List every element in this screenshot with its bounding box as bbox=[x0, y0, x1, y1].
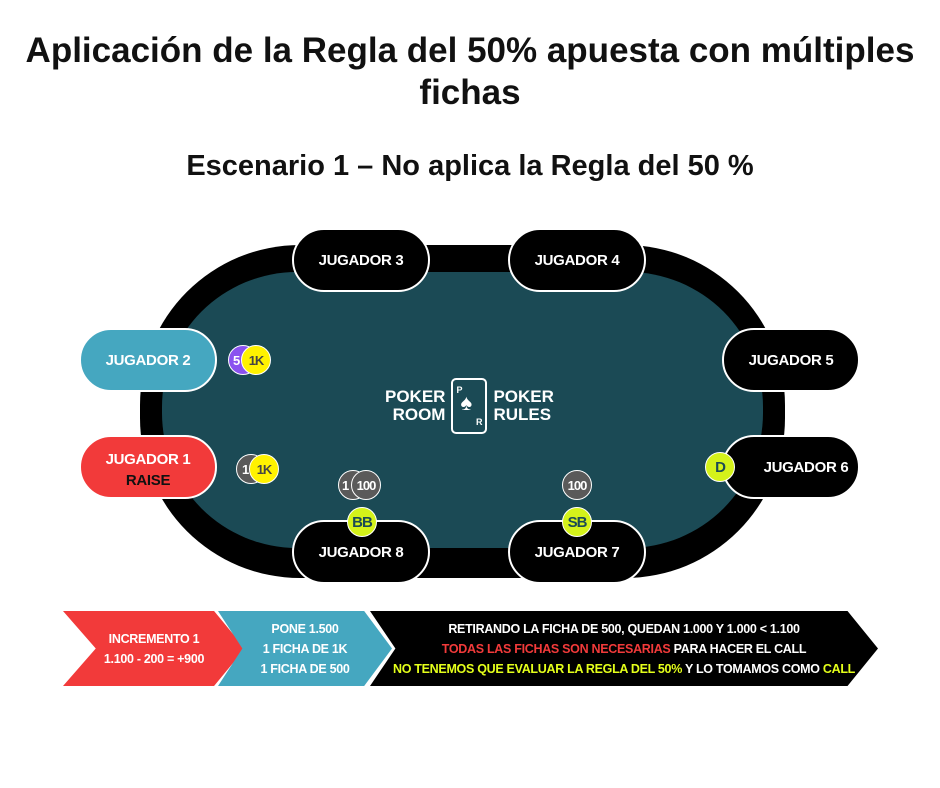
spade-icon: ♠ bbox=[460, 390, 473, 415]
chip-1k: 1K bbox=[241, 345, 271, 375]
logo-text: ROOM bbox=[392, 405, 446, 424]
step-text: 1 FICHA DE 500 bbox=[260, 661, 350, 676]
step-text: Y LO TOMAMOS COMO bbox=[682, 661, 823, 676]
player-label: JUGADOR 8 bbox=[318, 543, 404, 561]
player-4-seat: JUGADOR 4 bbox=[508, 228, 646, 292]
dealer-button: D bbox=[705, 452, 735, 482]
card-icon: P ♠ R bbox=[451, 378, 488, 434]
player-label: JUGADOR 4 bbox=[534, 251, 620, 269]
poker-table-felt bbox=[162, 272, 763, 548]
player-label: JUGADOR 6 bbox=[763, 458, 849, 476]
step-conclusion: RETIRANDO LA FICHA DE 500, QUEDAN 1.000 … bbox=[370, 611, 878, 686]
card-letter: P bbox=[456, 385, 463, 395]
step-text: 1 FICHA DE 1K bbox=[262, 641, 348, 656]
scenario-subtitle: Escenario 1 – No aplica la Regla del 50 … bbox=[186, 150, 754, 182]
chip-100: 100 bbox=[351, 470, 381, 500]
chip-100: 100 bbox=[562, 470, 592, 500]
highlight-yellow: NO TENEMOS QUE EVALUAR LA REGLA DEL 50% bbox=[392, 661, 683, 676]
player-label: JUGADOR 3 bbox=[318, 251, 404, 269]
card-letter: R bbox=[475, 417, 483, 427]
player-action: RAISE bbox=[125, 472, 171, 489]
highlight-red: TODAS LAS FICHAS SON NECESARIAS bbox=[441, 641, 671, 656]
step-text: INCREMENTO 1 bbox=[108, 631, 200, 646]
player-label: JUGADOR 2 bbox=[105, 351, 191, 369]
big-blind-button: BB bbox=[347, 507, 377, 537]
logo-text: POKER bbox=[385, 387, 446, 406]
step-text: RETIRANDO LA FICHA DE 500, QUEDAN 1.000 … bbox=[448, 621, 800, 636]
chip-1k: 1K bbox=[249, 454, 279, 484]
player-3-seat: JUGADOR 3 bbox=[292, 228, 430, 292]
player-label: JUGADOR 5 bbox=[748, 351, 834, 369]
player-1-seat: JUGADOR 1 RAISE bbox=[79, 435, 217, 499]
player-2-seat: JUGADOR 2 bbox=[79, 328, 217, 392]
logo-text: POKER bbox=[493, 387, 554, 406]
step-increment: INCREMENTO 1 1.100 - 200 = +900 bbox=[63, 611, 245, 686]
step-bet: PONE 1.500 1 FICHA DE 1K 1 FICHA DE 500 bbox=[218, 611, 392, 686]
player-label: JUGADOR 7 bbox=[534, 543, 620, 561]
page-title: Aplicación de la Regla del 50% apuesta c… bbox=[25, 31, 915, 112]
player-6-seat: JUGADOR 6 bbox=[722, 435, 860, 499]
small-blind-button: SB bbox=[562, 507, 592, 537]
player-8-seat: JUGADOR 8 bbox=[292, 520, 430, 584]
step-text: PONE 1.500 bbox=[271, 621, 339, 636]
highlight-yellow: CALL bbox=[822, 661, 855, 676]
logo-text: RULES bbox=[493, 405, 552, 424]
step-text: PARA HACER EL CALL bbox=[670, 641, 807, 656]
player-label: JUGADOR 1 bbox=[105, 451, 191, 468]
step-text: 1.100 - 200 = +900 bbox=[103, 651, 205, 666]
player-5-seat: JUGADOR 5 bbox=[722, 328, 860, 392]
